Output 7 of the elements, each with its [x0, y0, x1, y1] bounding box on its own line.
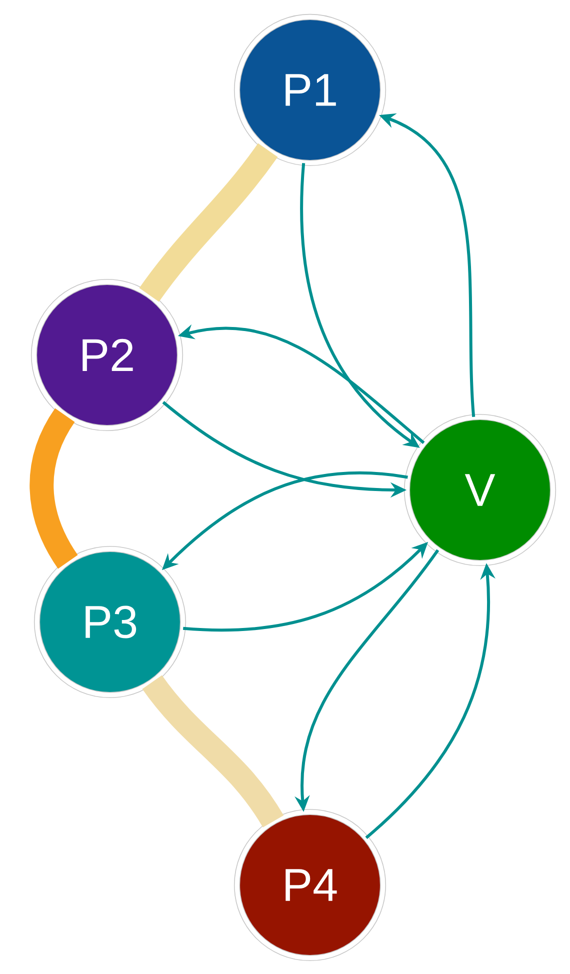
circle-node: P3 — [34, 546, 186, 698]
circle-node: P1 — [234, 14, 386, 166]
band — [142, 674, 284, 828]
band — [139, 143, 278, 302]
circle-node: P4 — [234, 808, 386, 962]
circle-node: P2 — [30, 278, 184, 432]
circle-node: V — [404, 414, 556, 566]
